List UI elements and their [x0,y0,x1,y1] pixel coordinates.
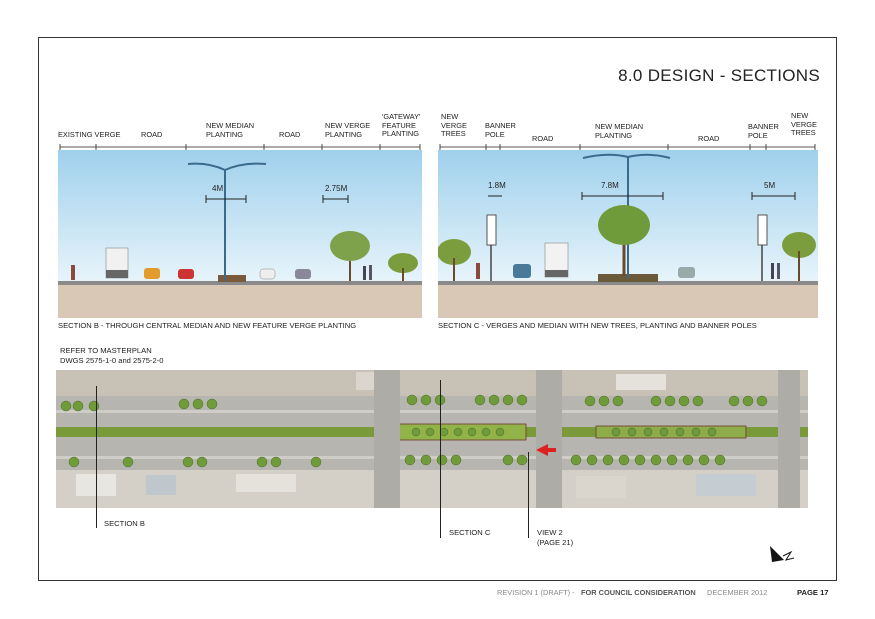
page-title: 8.0 DESIGN - SECTIONS [618,66,820,85]
section-b-label-road-1: ROAD [141,130,163,139]
section-dimension-lines [59,144,816,150]
section-c-dim-1-8m: 1.8M [488,181,506,190]
section-c-marker-label: SECTION C [449,528,491,537]
section-b-label-verge-planting: NEW VERGE PLANTING [325,121,371,139]
section-b-dim-4m: 4M [212,184,224,193]
page-frame [38,37,837,581]
footer-revision: REVISION 1 (DRAFT) - [497,588,575,597]
section-c-dim-5m: 5M [764,181,776,190]
section-b-label-median: NEW MEDIAN PLANTING [206,121,255,139]
masterplan-aerial [56,370,808,508]
page-number: PAGE 17 [797,588,829,597]
section-b-marker-label: SECTION B [104,519,145,528]
section-c-dim-7-8m: 7.8M [601,181,619,190]
section-c-caption: SECTION C - VERGES AND MEDIAN WITH NEW T… [438,321,757,330]
north-arrow-icon [770,546,795,562]
section-c-label-road-1: ROAD [532,134,554,143]
section-b-label-gateway: 'GATEWAY' FEATURE PLANTING [382,112,421,139]
section-b-dim-2-75m: 2.75M [325,184,348,193]
section-c-label-banner-pole-right: BANNER POLE [748,122,779,140]
section-c-label-verge-trees-left: NEW VERGE TREES [441,112,467,139]
section-b-label-existing-verge: EXISTING VERGE [58,130,121,139]
view-2-marker-label: VIEW 2 (PAGE 21) [537,528,574,547]
section-b-illustration [58,150,422,318]
section-c-label-median: NEW MEDIAN PLANTING [595,122,644,140]
section-b-marker-line [96,386,97,528]
section-c-label-verge-trees-right: NEW VERGE TREES [791,111,817,138]
section-c-illustration [438,150,818,318]
section-c-label-road-2: ROAD [698,134,720,143]
section-c-marker-line [440,380,441,538]
masterplan-reference: REFER TO MASTERPLAN DWGS 2575-1-0 and 25… [60,346,164,365]
footer-consideration: FOR COUNCIL CONSIDERATION [581,588,696,597]
section-b-label-road-2: ROAD [279,130,301,139]
section-b-caption: SECTION B - THROUGH CENTRAL MEDIAN AND N… [58,321,357,330]
view-2-marker-line [528,452,529,538]
red-arrow-icon [536,444,556,456]
section-c-label-banner-pole-left: BANNER POLE [485,121,516,139]
footer-date: DECEMBER 2012 [707,588,768,597]
